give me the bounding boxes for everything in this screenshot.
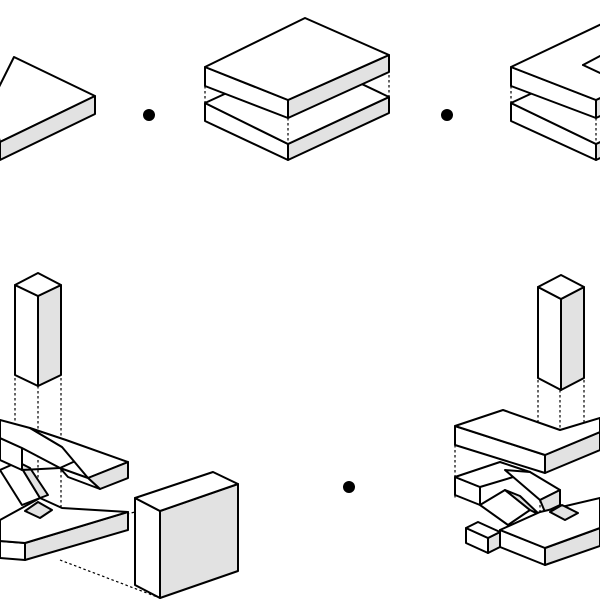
stacked-slabs bbox=[204, 17, 390, 161]
pillar bbox=[14, 272, 62, 387]
pillar bbox=[537, 274, 585, 391]
pillar-on-interlocked-module-with-cube bbox=[0, 272, 239, 599]
cube bbox=[134, 471, 239, 599]
single-slab bbox=[0, 56, 96, 161]
interlocked-module bbox=[0, 419, 129, 561]
interlocked-module bbox=[454, 409, 600, 566]
stacked-slabs-with-notch bbox=[510, 23, 600, 161]
pillar-on-interlocked-module bbox=[454, 274, 600, 566]
separator-dot bbox=[441, 109, 453, 121]
separator-dot bbox=[143, 109, 155, 121]
separator-dot bbox=[343, 481, 355, 493]
